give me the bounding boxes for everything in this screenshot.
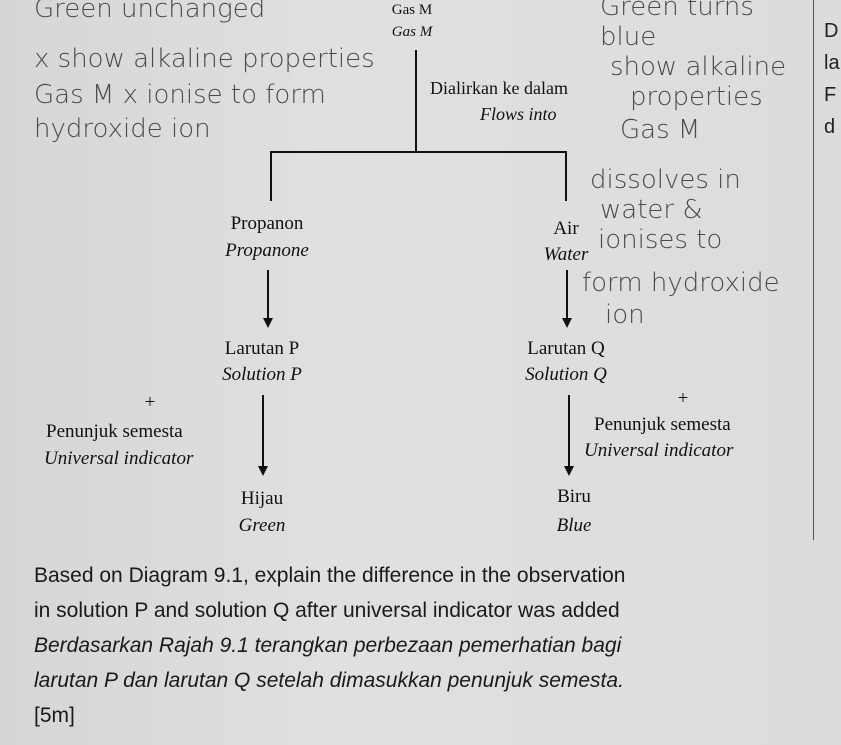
edge-letter: D xyxy=(824,20,839,42)
branch-line-left xyxy=(270,151,272,201)
question-line: in solution P and solution Q after unive… xyxy=(34,599,620,622)
gas-label-en: Gas M xyxy=(391,24,433,40)
handwriting-note: Gas M x ionise to form xyxy=(34,80,326,110)
arrow-head-icon xyxy=(258,466,268,476)
reagent-right-en: Water xyxy=(543,244,589,265)
solution-left: Larutan P xyxy=(224,338,300,359)
reagent-right: Air xyxy=(553,218,579,239)
result-left: Hijau xyxy=(240,488,284,509)
handwriting-note: Gas M xyxy=(620,115,701,145)
result-right: Biru xyxy=(557,486,591,507)
gas-label: Gas M xyxy=(391,2,433,18)
handwriting-note: dissolves in xyxy=(590,165,741,195)
solution-right-en: Solution Q xyxy=(525,364,607,385)
indicator-right-en: Universal indicator xyxy=(584,440,734,461)
question-line: Based on Diagram 9.1, explain the differ… xyxy=(34,564,626,587)
handwriting-note: water & xyxy=(600,195,703,225)
branch-line-right xyxy=(565,151,567,201)
indicator-left-en: Universal indicator xyxy=(44,448,194,469)
handwriting-note: show alkaline xyxy=(610,52,787,82)
handwriting-note: form hydroxide xyxy=(582,268,780,298)
question-line-ms: larutan P dan larutan Q setelah dimasukk… xyxy=(34,669,624,692)
handwriting-note: Green unchanged xyxy=(34,0,266,24)
handwriting-note: Green turns xyxy=(600,0,754,22)
arrow-right-2 xyxy=(568,395,570,467)
reagent-left: Propanon xyxy=(230,213,304,234)
edge-letter: d xyxy=(824,116,836,138)
flow-label: Dialirkan ke dalam xyxy=(430,78,568,98)
arrow-left-2 xyxy=(262,395,264,467)
handwriting-note: ion xyxy=(605,300,645,330)
handwriting-note: x show alkaline properties xyxy=(34,44,375,74)
handwriting-note: ionises to xyxy=(598,225,723,255)
result-left-en: Green xyxy=(238,515,286,536)
edge-letter: F xyxy=(824,84,837,106)
arrow-left xyxy=(267,270,269,320)
indicator-right: Penunjuk semesta xyxy=(594,414,731,435)
solution-left-en: Solution P xyxy=(222,364,302,385)
page-border xyxy=(813,0,814,540)
flow-line xyxy=(415,50,417,152)
handwriting-note: blue xyxy=(600,22,657,52)
plus-left: + xyxy=(144,392,156,413)
handwriting-note: hydroxide ion xyxy=(34,114,211,144)
arrow-right xyxy=(566,270,568,320)
solution-right: Larutan Q xyxy=(527,338,605,359)
question-line-ms: Berdasarkan Rajah 9.1 terangkan perbezaa… xyxy=(34,634,622,657)
branch-line xyxy=(270,151,567,153)
arrow-head-icon xyxy=(562,318,572,328)
handwriting-note: properties xyxy=(630,82,763,112)
edge-letter: la xyxy=(824,52,840,74)
reagent-left-en: Propanone xyxy=(225,240,309,261)
flow-label-en: Flows into xyxy=(480,104,557,124)
plus-right: + xyxy=(677,388,689,409)
arrow-head-icon xyxy=(564,466,574,476)
result-right-en: Blue xyxy=(556,515,592,536)
indicator-left: Penunjuk semesta xyxy=(46,421,183,442)
marks-label: [5m] xyxy=(34,704,75,727)
arrow-head-icon xyxy=(263,318,273,328)
